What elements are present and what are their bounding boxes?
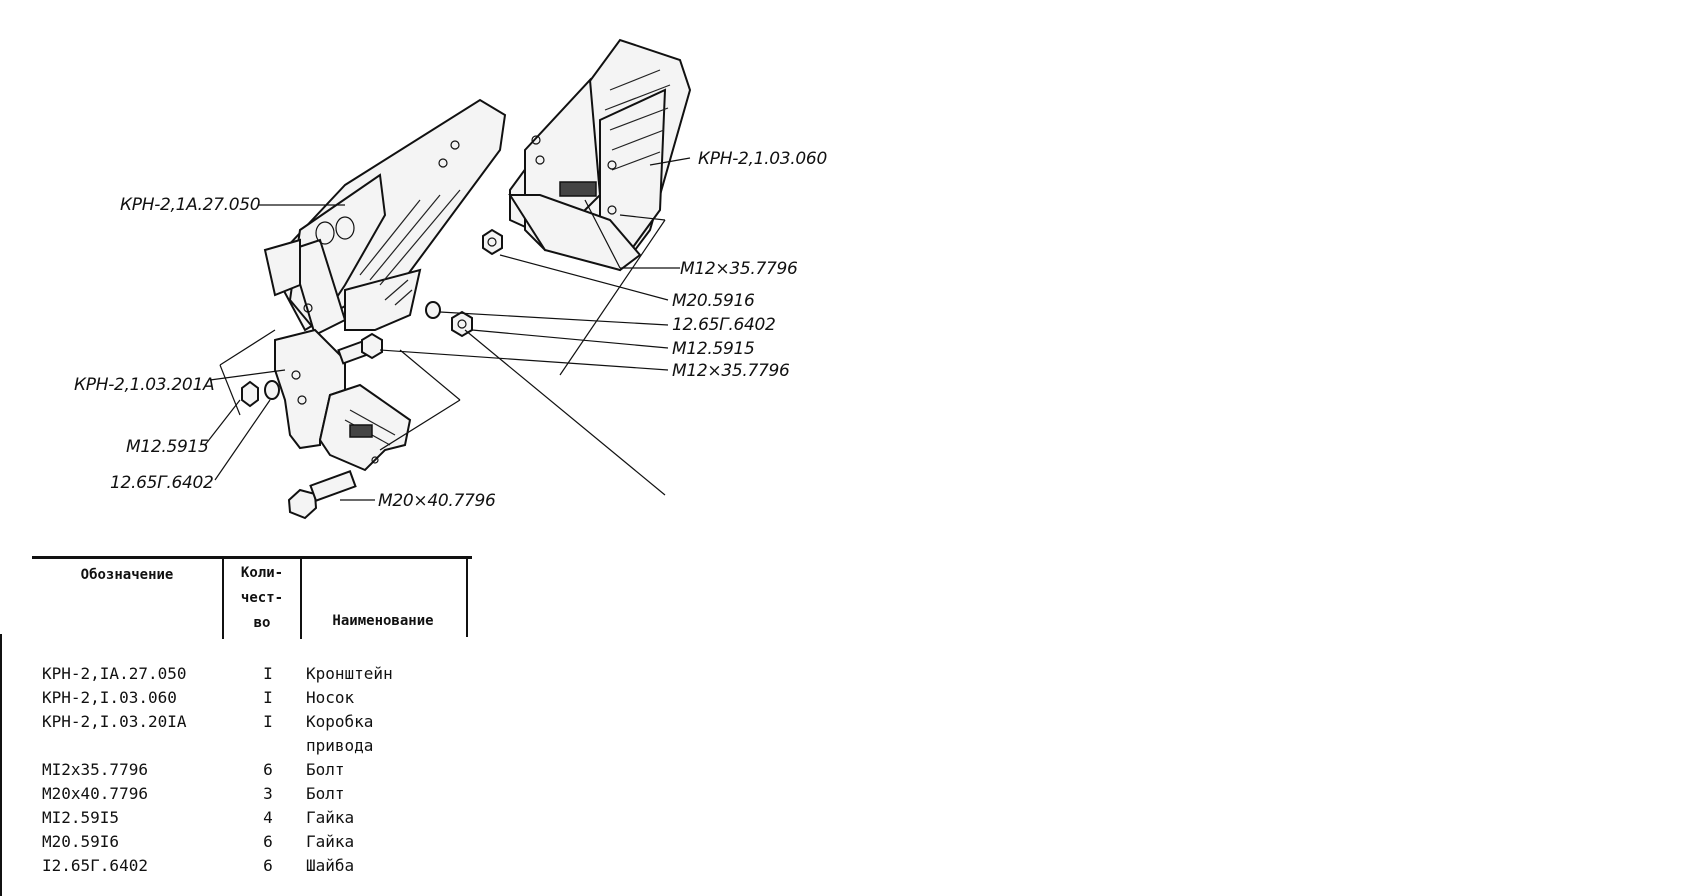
label-bolt-m20: М20×40.7796: [378, 491, 496, 511]
header-name: Наименование: [300, 559, 468, 637]
fasteners: [241, 228, 503, 520]
header-qty-line-3: во: [253, 615, 271, 631]
cell-qty: 4: [263, 808, 273, 827]
cell-designation: I2.65Г.6402: [42, 856, 148, 875]
table-row: М20х40.7796 3 Болт: [42, 784, 462, 808]
cell-name-continued: привода: [306, 736, 374, 755]
cell-designation: КРН-2,I.03.20IА: [42, 712, 187, 731]
assembly-drawing: КРН-2,1А.27.050 КРН-2,1.03.060 М12×35.77…: [74, 38, 827, 520]
cell-qty: I: [263, 712, 273, 731]
table-row: КРН-2,I.03.060 I Носок: [42, 688, 462, 712]
label-nut-m12-right: М12.5915: [672, 339, 755, 359]
header-quantity: Коли- чест- во: [222, 559, 302, 639]
cell-designation: МI2х35.7796: [42, 760, 148, 779]
leader-lines: [204, 157, 691, 501]
page-left-rule: [0, 634, 2, 896]
cell-designation: МI2.59I5: [42, 808, 120, 827]
cell-qty: 6: [263, 760, 273, 779]
label-bolt-m12-top: М12×35.7796: [680, 259, 798, 279]
cell-name: Гайка: [306, 808, 355, 827]
cell-qty: 3: [263, 784, 273, 803]
label-bolt-m12-right: М12×35.7796: [672, 361, 790, 381]
cell-qty: 6: [263, 856, 273, 875]
table-row: КРН-2,IА.27.050 I Кронштейн: [42, 664, 462, 688]
assembly-lines: [219, 214, 666, 496]
cell-designation: КРН-2,IА.27.050: [42, 664, 187, 683]
cell-designation: М20.59I6: [42, 832, 120, 851]
cell-name: Болт: [306, 784, 345, 803]
table-row: МI2.59I5 4 Гайка: [42, 808, 462, 832]
header-qty-line-2: чест-: [240, 590, 284, 606]
table-row: I2.65Г.6402 6 Шайба: [42, 856, 462, 880]
table-row: МI2х35.7796 6 Болт: [42, 760, 462, 784]
table-row: М20.59I6 6 Гайка: [42, 832, 462, 856]
cell-name: Болт: [306, 760, 345, 779]
cell-qty: 6: [263, 832, 273, 851]
cell-name: Кронштейн: [306, 664, 393, 683]
label-washer-right: 12.65Г.6402: [672, 315, 776, 335]
nose-part: [508, 38, 692, 272]
spec-table-header: Обозначение Коли- чест- во Наименование: [32, 556, 472, 639]
table-row: КРН-2,I.03.20IА I Коробка привода: [42, 712, 462, 760]
label-bracket: КРН-2,1А.27.050: [120, 195, 260, 215]
cell-name: Гайка: [306, 832, 355, 851]
header-designation: Обозначение: [80, 567, 174, 583]
cell-qty: I: [263, 664, 273, 683]
label-drive-box: КРН-2,1.03.201А: [74, 375, 214, 395]
cell-name: Шайба: [306, 856, 355, 875]
cell-qty: I: [263, 688, 273, 707]
header-qty-line-1: Коли-: [240, 565, 284, 581]
label-nut-m20: М20.5916: [672, 291, 755, 311]
spec-table-body: КРН-2,IА.27.050 I Кронштейн КРН-2,I.03.0…: [42, 664, 462, 880]
cell-name: Носок: [306, 688, 355, 707]
cell-designation: КРН-2,I.03.060: [42, 688, 177, 707]
cell-designation: М20х40.7796: [42, 784, 148, 803]
label-nose: КРН-2,1.03.060: [698, 149, 827, 169]
drive-box-part: [274, 328, 412, 472]
bracket-part: [263, 98, 507, 337]
label-washer-left: 12.65Г.6402: [110, 473, 214, 493]
cell-name: Коробка: [306, 712, 374, 731]
label-nut-m12-left: М12.5915: [126, 437, 209, 457]
